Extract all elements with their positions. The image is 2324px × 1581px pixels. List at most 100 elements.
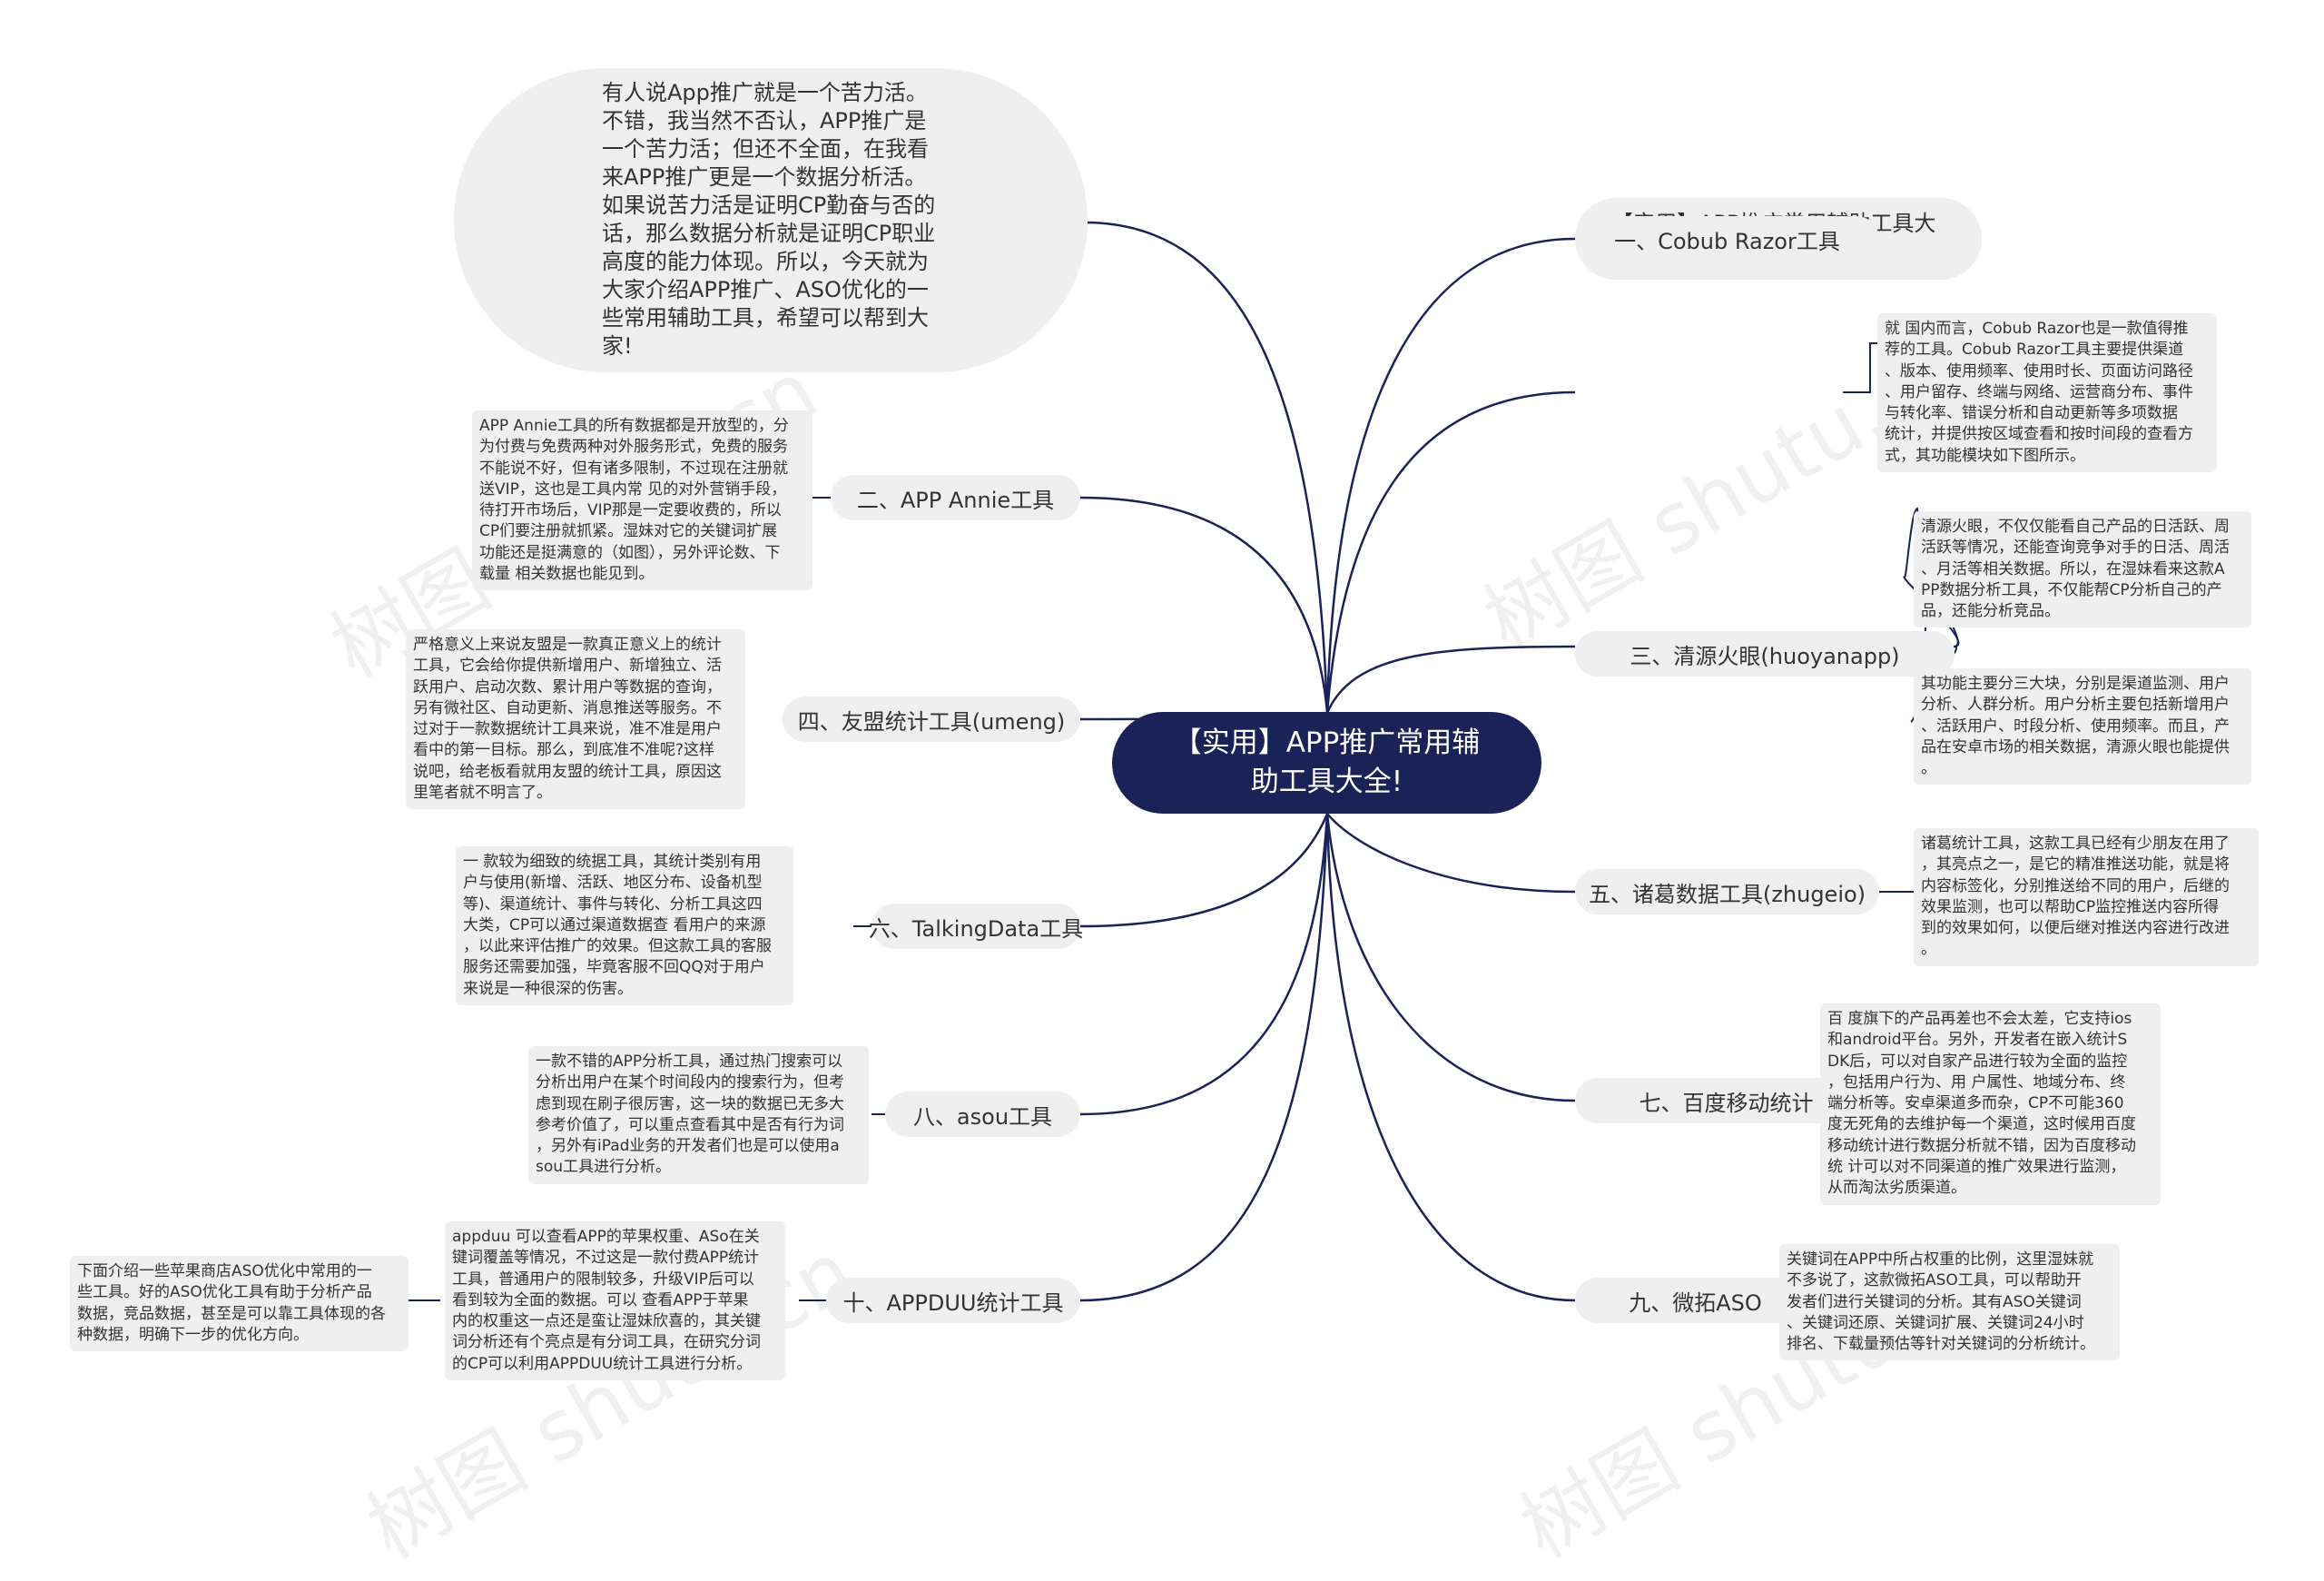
detail-line: 另有微社区、自动更新、消息推送等服务。不 <box>413 698 722 717</box>
detail-line: 键词覆盖等情况，不过这是一款付费APP统计 <box>452 1249 760 1268</box>
central-topic-line: 【实用】APP推广常用辅 <box>1173 726 1481 759</box>
detail-line: DK后，可以对自家产品进行较为全面的监控 <box>1827 1052 2128 1071</box>
detail-line: 百 度旗下的产品再差也不会太差，它支持ios <box>1827 1010 2132 1028</box>
intro-line: 来APP推广更是一个数据分析活。 <box>602 164 927 190</box>
detail-line: 就 国内而言，Cobub Razor也是一款值得推 <box>1885 320 2189 338</box>
detail-line: 些工具。好的ASO优化工具有助于分析产品 <box>77 1283 372 1302</box>
detail-line: 关键词在APP中所占权重的比例，这里湿妹就 <box>1787 1250 2094 1269</box>
intro-line: 话，那么数据分析就是证明CP职业 <box>602 221 936 246</box>
detail-line: 里笔者就不明言了。 <box>413 784 552 803</box>
detail-line: 效果监测，也可以帮助CP监控推送内容所得 <box>1921 897 2220 916</box>
detail-line: 、关键词还原、关键词扩展、关键词24小时 <box>1787 1313 2084 1332</box>
branch-weituo[interactable]: 九、微拓ASO <box>1575 1278 1816 1323</box>
detail-line: 、用户留存、终端与网络、运营商分布、事件 <box>1885 382 2193 401</box>
detail-line: 端分析等。安卓渠道多而杂，CP不可能360 <box>1827 1094 2124 1113</box>
detail-line: 载量 相关数据也能见到。 <box>479 565 655 584</box>
intro-line: 大家介绍APP推广、ASO优化的一 <box>602 277 929 302</box>
intro-node[interactable]: 有人说App推广就是一个苦力活。 不错，我当然不否认，APP推广是 一个苦力活；… <box>454 68 1088 372</box>
detail-line: 不多说了，这款微拓ASO工具，可以帮助开 <box>1787 1271 2082 1290</box>
detail-line: 下面介绍一些苹果商店ASO优化中常用的一 <box>77 1262 372 1280</box>
branch-umeng[interactable]: 四、友盟统计工具(umeng) <box>783 697 1080 742</box>
detail-line: 品在安卓市场的相关数据，清源火眼也能提供 <box>1921 737 2230 756</box>
branch-asou[interactable]: 八、asou工具 <box>885 1092 1080 1137</box>
detail-line: 。 <box>1921 759 1936 778</box>
detail-line: 跃用户、启动次数、累计用户等数据的查询， <box>413 677 722 697</box>
branch-label: 四、友盟统计工具(umeng) <box>797 708 1066 735</box>
intro-line: 不错，我当然不否认，APP推广是 <box>602 108 927 133</box>
branch-label: 七、百度移动统计 <box>1639 1090 1814 1116</box>
branch-label: 六、TalkingData工具 <box>868 915 1084 942</box>
detail-line: 到的效果如何，以便后继对推送内容进行改进 <box>1921 919 2230 938</box>
branch-label: 五、诸葛数据工具(zhugeio) <box>1588 881 1866 907</box>
detail-line: sou工具进行分析。 <box>536 1158 672 1177</box>
branch-huoyan[interactable]: 三、清源火眼(huoyanapp) <box>1575 631 1955 677</box>
branch-talkingdata[interactable]: 六、TalkingData工具 <box>868 904 1084 949</box>
detail-line: 词分析还有个亮点是有分词工具，在研究分词 <box>452 1333 761 1352</box>
branch-label: 一、Cobub Razor工具 <box>1614 228 1840 254</box>
detail-line: 大类，CP可以通过渠道数据查 看用户的来源 <box>463 915 766 934</box>
detail-line: 与转化率、错误分析和自动更新等多项数据 <box>1885 404 2178 423</box>
detail-line: 送VIP，这也是工具内常 见的对外营销手段， <box>479 479 787 499</box>
detail-line: 、活跃用户、时段分析、使用频率。而且，产 <box>1921 716 2230 736</box>
intro-text: 有人说App推广就是一个苦力活。 不错，我当然不否认，APP推广是 一个苦力活；… <box>602 79 947 361</box>
detail-line: 过对于一款数据统计工具来说，准不准是用户 <box>413 720 722 739</box>
detail-line: 其功能主要分三大块，分别是渠道监测、用户 <box>1921 675 2230 693</box>
detail-line: ，以此来评估推广的效果。但这款工具的客服 <box>463 937 772 956</box>
detail-line: 参考价值了，可以重点查看其中是否有行为词 <box>536 1115 844 1134</box>
detail-baidu: 百 度旗下的产品再差也不会太差，它支持ios 和android平台。另外，开发者… <box>1820 1003 2161 1205</box>
detail-line: ，包括用户行为、用 户属性、地域分布、终 <box>1827 1072 2126 1092</box>
detail-talkingdata: 一 款较为细致的统据工具，其统计类别有用 户与使用(新增、活跃、地区分布、设备机… <box>456 846 793 1006</box>
detail-line: 工具，普通用户的限制较多，升级VIP后可以 <box>452 1270 754 1289</box>
detail-line: APP Annie工具的所有数据都是开放型的，分 <box>479 417 789 435</box>
detail-line: 一款不错的APP分析工具，通过热门搜索可以 <box>536 1052 843 1071</box>
detail-huoyan-2: 其功能主要分三大块，分别是渠道监测、用户 分析、人群分析。用户分析主要包括新增用… <box>1914 668 2251 786</box>
detail-line: PP数据分析工具，不仅能帮CP分析自己的产 <box>1921 580 2222 599</box>
detail-line: 、版本、使用频率、使用时长、页面访问路径 <box>1885 361 2193 380</box>
detail-line: 分析出用户在某个时间段内的搜索行为，但考 <box>536 1073 844 1092</box>
detail-line: 来说是一种很深的伤害。 <box>463 979 633 998</box>
branch-label: 九、微拓ASO <box>1629 1290 1762 1316</box>
detail-line: 式，其功能模块如下图所示。 <box>1885 446 2085 465</box>
detail-asou: 一款不错的APP分析工具，通过热门搜索可以 分析出用户在某个时间段内的搜索行为，… <box>528 1046 869 1184</box>
detail-line: 严格意义上来说友盟是一款真正意义上的统计 <box>413 636 722 654</box>
detail-line: 清源火眼，不仅仅能看自己产品的日活跃、周 <box>1921 518 2230 536</box>
branch-appduu[interactable]: 十、APPDUU统计工具 <box>826 1278 1080 1323</box>
detail-appduu: appduu 可以查看APP的苹果权重、ASo在关 键词覆盖等情况，不过这是一款… <box>445 1221 785 1381</box>
detail-line: 说吧，给老板看就用友盟的统计工具，原因这 <box>413 762 722 781</box>
detail-line: 内的权重这一点还是蛮让湿妹欣喜的，其关键 <box>452 1312 761 1331</box>
detail-line: 内容标签化，分别推送给不同的用户，后继的 <box>1921 876 2230 895</box>
detail-huoyan-1: 清源火眼，不仅仅能看自己产品的日活跃、周 活跃等情况，还能查询竞争对手的日活、周… <box>1914 511 2251 628</box>
intro-line: 些常用辅助工具，希望可以帮到大 <box>602 305 929 331</box>
branch-appannie[interactable]: 二、APP Annie工具 <box>831 475 1080 520</box>
detail-line: 工具，它会给你提供新增用户、新增独立、活 <box>413 657 722 676</box>
detail-line: 和android平台。另外，开发者在嵌入统计S <box>1827 1031 2128 1050</box>
intro-line: 有人说App推广就是一个苦力活。 <box>602 80 928 105</box>
intro-line: 如果说苦力活是证明CP勤奋与否的 <box>602 193 936 218</box>
detail-line: ，其亮点之一，是它的精准推送功能，就是将 <box>1921 855 2230 874</box>
detail-line: 等)、渠道统计、事件与转化、分析工具这四 <box>463 894 763 914</box>
detail-line: 、月活等相关数据。所以，在湿妹看来这款A <box>1921 559 2225 578</box>
detail-weituo: 关键词在APP中所占权重的比例，这里湿妹就 不多说了，这款微拓ASO工具，可以帮… <box>1779 1244 2120 1361</box>
detail-zhugeio: 诸葛统计工具，这款工具已经有少朋友在用了 ，其亮点之一，是它的精准推送功能，就是… <box>1914 828 2259 966</box>
detail-line: 功能还是挺满意的（如图），另外评论数、下 <box>479 543 781 562</box>
detail-line: 看到较为全面的数据。可以 查看APP于苹果 <box>452 1290 749 1309</box>
detail-line: appduu 可以查看APP的苹果权重、ASo在关 <box>452 1228 760 1246</box>
detail-line: 为付费与免费两种对外服务形式，免费的服务 <box>479 438 788 457</box>
branch-label: 八、asou工具 <box>912 1103 1053 1130</box>
branch-label: 十、APPDUU统计工具 <box>842 1290 1064 1316</box>
detail-line: 待打开市场后，VIP那是一定要收费的，所以 <box>479 501 782 520</box>
detail-line: 的CP可以利用APPDUU统计工具进行分析。 <box>452 1354 753 1373</box>
branch-cobub[interactable]: 一、Cobub Razor工具 <box>1575 216 1879 262</box>
branch-zhugeio[interactable]: 五、诸葛数据工具(zhugeio) <box>1575 869 1879 914</box>
detail-line: 种数据，明确下一步的优化方向。 <box>77 1325 309 1344</box>
detail-line: ，另外有iPad业务的开发者们也是可以使用a <box>536 1137 840 1156</box>
detail-line: 户与使用(新增、活跃、地区分布、设备机型 <box>463 874 763 893</box>
central-topic[interactable]: 【实用】APP推广常用辅 助工具大全! <box>1112 712 1541 814</box>
detail-line: 活跃等情况，还能查询竞争对手的日活、周活 <box>1921 539 2230 558</box>
intro-line: 家! <box>602 333 633 359</box>
detail-cobub: 就 国内而言，Cobub Razor也是一款值得推 荐的工具。Cobub Raz… <box>1877 313 2217 473</box>
detail-line: 统 计可以对不同渠道的推广效果进行监测， <box>1827 1158 2126 1177</box>
detail-line: 移动统计进行数据分析就不错，因为百度移动 <box>1827 1136 2136 1155</box>
branch-label: 三、清源火眼(huoyanapp) <box>1630 643 1900 669</box>
detail-line: 。 <box>1921 940 1936 959</box>
